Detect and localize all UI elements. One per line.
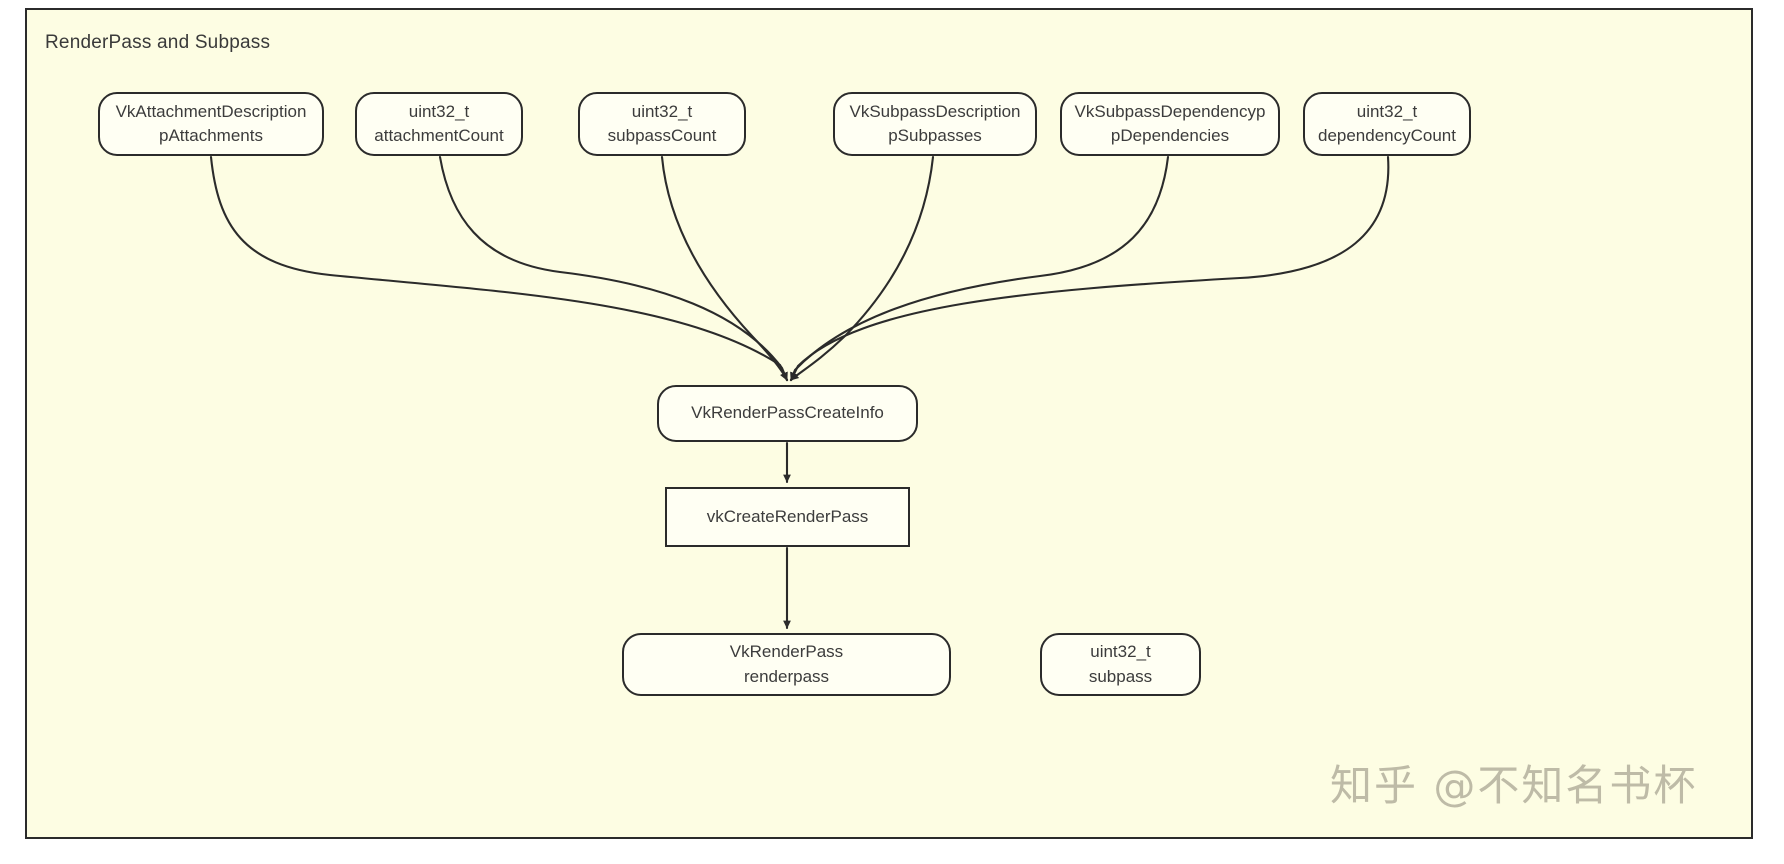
node-label-secondary: pSubpasses [888, 126, 982, 145]
node-label-secondary: pAttachments [159, 126, 263, 145]
node-label-primary: VkSubpassDependencyp [1074, 101, 1266, 121]
node-label-primary: VkSubpassDescription [849, 101, 1021, 121]
node-label-primary: uint32_t [1090, 642, 1151, 662]
node-dependencyCount[interactable]: uint32_t dependencyCount [1303, 92, 1471, 156]
node-pSubpasses[interactable]: VkSubpassDescription pSubpasses [833, 92, 1037, 156]
node-label-primary: VkRenderPassCreateInfo [691, 403, 884, 423]
node-label-secondary: subpass [1088, 666, 1153, 686]
node-label-primary: VkAttachmentDescription [115, 101, 307, 121]
node-pDependencies[interactable]: VkSubpassDependencyp pDependencies [1060, 92, 1280, 156]
node-attachmentCount[interactable]: uint32_t attachmentCount [355, 92, 523, 156]
node-pAttachments[interactable]: VkAttachmentDescription pAttachments [98, 92, 324, 156]
node-label-secondary: renderpass [743, 666, 830, 686]
node-label-secondary: dependencyCount [1317, 126, 1456, 145]
node-subpassCount[interactable]: uint32_t subpassCount [578, 92, 746, 156]
node-renderpass[interactable]: VkRenderPass renderpass [622, 633, 951, 696]
watermark: 知乎 @不知名书杯 [1330, 761, 1698, 810]
node-label-primary: uint32_t [408, 101, 470, 121]
node-label-primary: uint32_t [631, 101, 693, 121]
diagram-title: RenderPass and Subpass [45, 32, 271, 53]
node-vkCreateRenderPass[interactable]: vkCreateRenderPass [665, 487, 910, 547]
node-label-secondary: pDependencies [1110, 126, 1230, 145]
node-label-secondary: subpassCount [607, 126, 717, 145]
node-renderPassCreateInfo[interactable]: VkRenderPassCreateInfo [657, 385, 918, 442]
node-label-primary: uint32_t [1356, 101, 1418, 121]
node-label-primary: VkRenderPass [729, 642, 844, 662]
node-label-primary: vkCreateRenderPass [706, 506, 869, 526]
node-label-secondary: attachmentCount [374, 126, 504, 145]
